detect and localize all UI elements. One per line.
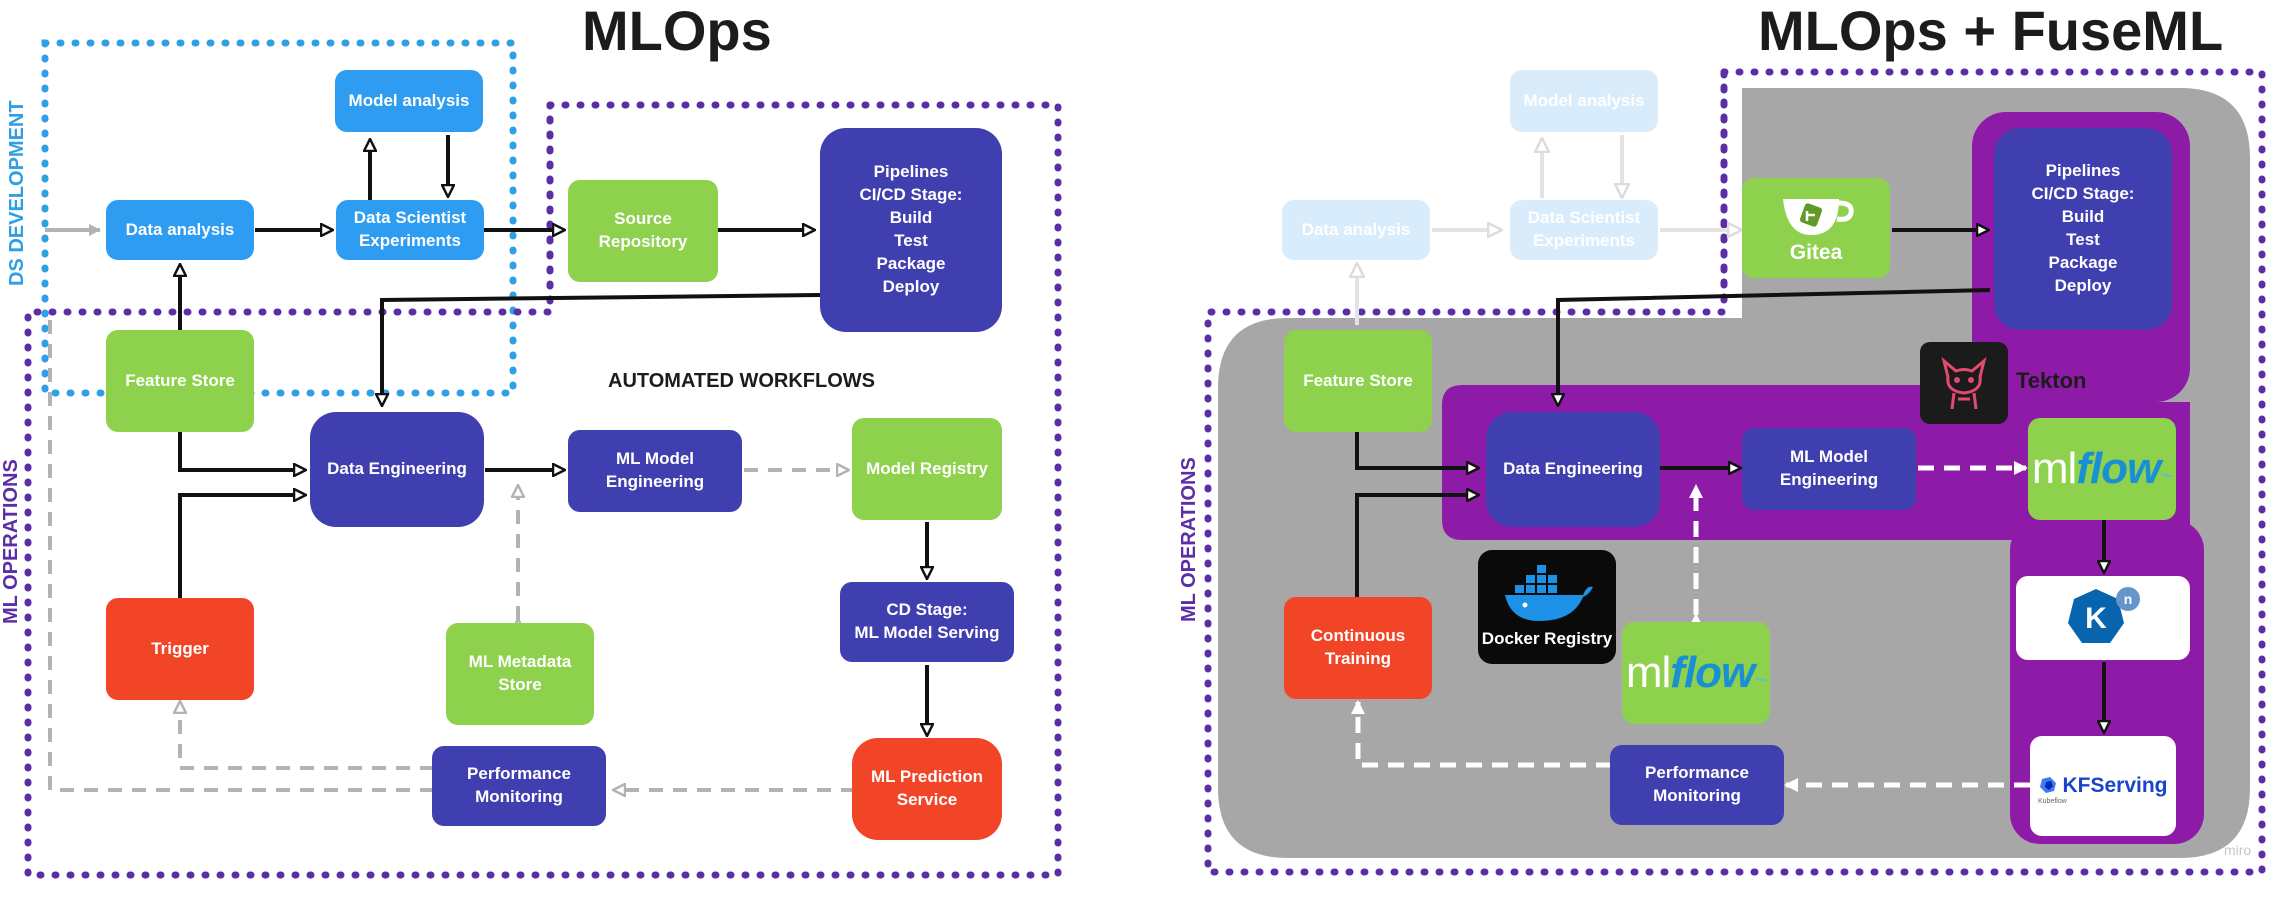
knative-letter: K	[2085, 602, 2107, 635]
mlflow-registry-box: mlmlflowflow~	[2028, 418, 2176, 520]
kfserving-box: KFServing Kubeflow	[2030, 736, 2176, 836]
left-data-analysis-box: Data analysis	[106, 200, 254, 260]
title-mlops-fuseml: MLOps + FuseML	[1758, 0, 2224, 62]
left-performance-monitoring-box: Performance Monitoring	[432, 746, 606, 826]
tekton-cat-icon	[1941, 356, 1987, 410]
ds-development-label: DS DEVELOPMENT	[6, 100, 28, 286]
left-trigger-box: Trigger	[106, 598, 254, 700]
ds-development-border	[41, 39, 517, 397]
docker-whale-icon	[1505, 565, 1593, 621]
left-ml-prediction-service-box: ML Prediction Service	[852, 738, 1002, 840]
right-performance-monitoring-box: Performance Monitoring	[1610, 745, 1784, 825]
right-ds-experiments-box: Data Scientist Experiments	[1510, 200, 1658, 260]
gitea-icon	[1783, 199, 1854, 235]
tekton-logo-box	[1920, 342, 2008, 424]
tekton-label: Tekton	[2016, 368, 2087, 393]
right-data-analysis-box: Data analysis	[1282, 200, 1430, 260]
ml-operations-label-left: ML OPERATIONS	[0, 459, 22, 624]
left-ml-metadata-store-box: ML Metadata Store	[446, 623, 594, 725]
miro-watermark: miro	[2224, 842, 2252, 858]
ml-operations-border-left	[24, 101, 1062, 879]
kubeflow-small-label: Kubeflow	[2038, 798, 2067, 805]
knative-box: K n	[2016, 576, 2190, 660]
left-ds-experiments-box: Data Scientist Experiments	[336, 200, 484, 260]
left-feature-store-box: Feature Store	[106, 330, 254, 432]
docker-registry-label: Docker Registry	[1481, 629, 1613, 648]
ml-operations-label-right: ML OPERATIONS	[1178, 457, 1200, 622]
right-pipelines-box: Pipelines CI/CD Stage: Build Test Packag…	[1994, 128, 2172, 330]
gitea-label: Gitea	[1789, 241, 1843, 264]
left-pipelines-box: Pipelines CI/CD Stage: Build Test Packag…	[820, 128, 1002, 332]
right-feature-store-box: Feature Store	[1284, 330, 1432, 432]
knative-icon: K n	[2068, 587, 2140, 643]
gitea-box: Gitea	[1742, 178, 1890, 278]
left-model-analysis-box: Model analysis	[335, 70, 483, 132]
docker-registry-box: Docker Registry	[1478, 550, 1616, 664]
left-source-repository-box: Source Repository	[568, 180, 718, 282]
right-ml-model-engineering-box: ML Model Engineering	[1742, 428, 1916, 510]
mlflow-registry-logo: mlmlflowflow~	[2031, 444, 2173, 493]
knative-sup: n	[2124, 591, 2133, 607]
mlflow-metadata-logo: mlmlflowflow~	[1625, 648, 1767, 697]
left-ml-model-engineering-box: ML Model Engineering	[568, 430, 742, 512]
automated-workflows-label: AUTOMATED WORKFLOWS	[608, 370, 876, 392]
kfserving-label: KFServing	[2062, 774, 2168, 797]
ml-operations-border-right	[1204, 68, 2266, 876]
mlflow-metadata-box: mlmlflowflow~	[1622, 622, 1770, 724]
left-data-engineering-box: Data Engineering	[310, 412, 484, 527]
left-cd-stage-box: CD Stage: ML Model Serving	[840, 582, 1014, 662]
kubeflow-icon	[2040, 777, 2057, 793]
right-continuous-training-box: Continuous Training	[1284, 597, 1432, 699]
title-mlops: MLOps	[582, 0, 772, 62]
right-model-analysis-box: Model analysis	[1510, 70, 1658, 132]
left-model-registry-box: Model Registry	[852, 418, 1002, 520]
right-data-engineering-box: Data Engineering	[1486, 412, 1660, 527]
